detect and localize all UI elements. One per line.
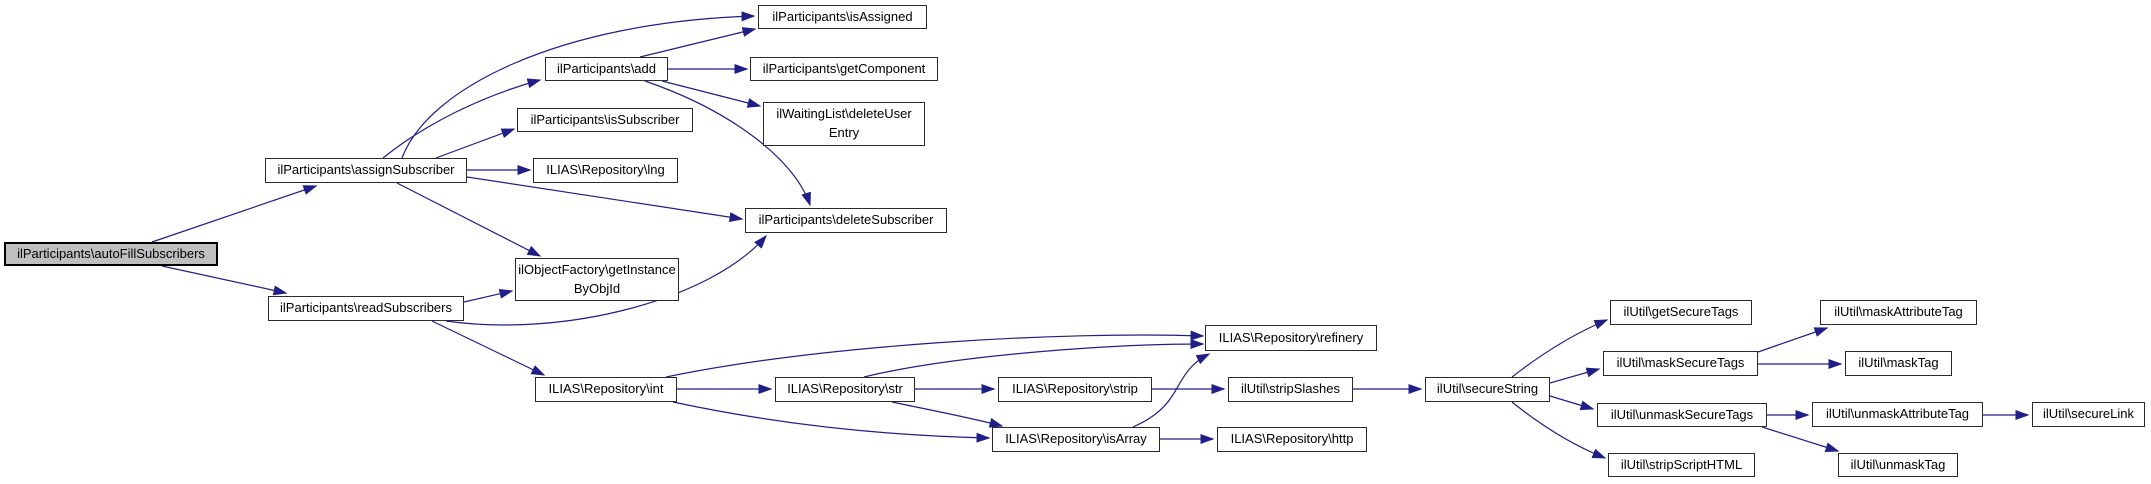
edge-secure-string-to-get-secure-tags xyxy=(1511,319,1609,378)
node-label: ilUtil\getSecureTags xyxy=(1623,304,1739,320)
edge-group xyxy=(151,11,2030,459)
edge-str-to-is-array xyxy=(891,401,1004,428)
node-label: ILIAS\Repository\refinery xyxy=(1218,329,1364,345)
edge-secure-string-to-strip-script-html xyxy=(1511,401,1607,459)
edge-assign-subscriber-to-is-assigned xyxy=(401,11,756,159)
node-int[interactable]: ILIAS\Repository\int xyxy=(535,377,677,402)
node-get-component[interactable]: ilParticipants\getComponent xyxy=(750,57,938,81)
node-label: ilWaitingList\deleteUser xyxy=(776,106,912,122)
edge-assign-subscriber-to-delete-subscriber xyxy=(466,176,744,223)
node-label: ilParticipants\add xyxy=(557,60,656,76)
node-label: ByObjId xyxy=(573,280,621,296)
node-label: ilUtil\unmaskAttributeTag xyxy=(1825,406,1970,422)
node-mask-tag[interactable]: ilUtil\maskTag xyxy=(1845,351,1952,376)
edge-secure-string-to-mask-secure-tags xyxy=(1549,367,1601,384)
node-lng[interactable]: ILIAS\Repository\lng xyxy=(533,158,678,183)
node-label: ILIAS\Repository\str xyxy=(787,381,903,397)
node-is-assigned[interactable]: ilParticipants\isAssigned xyxy=(758,5,927,29)
edge-int-to-is-array xyxy=(672,401,991,443)
node-label: ilUtil\secureLink xyxy=(2042,406,2135,422)
node-is-array[interactable]: ILIAS\Repository\isArray xyxy=(992,427,1160,452)
node-str[interactable]: ILIAS\Repository\str xyxy=(775,377,915,402)
node-label: Entry xyxy=(828,125,860,140)
edge-autofill-subscribers-to-read-subscribers xyxy=(161,265,288,296)
edge-add-to-delete-user-entry xyxy=(661,80,762,108)
edge-assign-subscriber-to-add xyxy=(382,78,542,159)
node-label: ILIAS\Repository\strip xyxy=(1012,381,1138,397)
node-secure-link[interactable]: ilUtil\secureLink xyxy=(2032,402,2145,427)
edge-int-to-refinery xyxy=(665,330,1205,378)
node-unmask-tag[interactable]: ilUtil\unmaskTag xyxy=(1838,453,1958,477)
node-label: ilUtil\maskTag xyxy=(1858,355,1939,371)
node-add[interactable]: ilParticipants\add xyxy=(545,57,668,81)
edge-read-subscribers-to-int xyxy=(431,320,546,376)
node-strip-slashes[interactable]: ilUtil\stripSlashes xyxy=(1228,377,1353,402)
node-label: ILIAS\Repository\isArray xyxy=(1005,431,1147,447)
node-secure-string[interactable]: ilUtil\secureString xyxy=(1425,377,1550,402)
node-label: ilParticipants\isSubscriber xyxy=(530,111,680,127)
node-mask-secure-tags[interactable]: ilUtil\maskSecureTags xyxy=(1603,351,1758,376)
node-assign-subscriber[interactable]: ilParticipants\assignSubscriber xyxy=(265,158,467,183)
node-autofill-subscribers[interactable]: ilParticipants\autoFillSubscribers xyxy=(4,242,218,266)
node-read-subscribers[interactable]: ilParticipants\readSubscribers xyxy=(268,296,464,321)
node-label: ILIAS\Repository\http xyxy=(1230,431,1354,447)
node-label: ilUtil\unmaskSecureTags xyxy=(1610,406,1754,422)
node-label: ILIAS\Repository\lng xyxy=(546,162,665,178)
edge-read-subscribers-to-get-instance-by-obj-id xyxy=(463,288,514,303)
node-unmask-secure-tags[interactable]: ilUtil\unmaskSecureTags xyxy=(1597,403,1767,427)
edge-str-to-refinery xyxy=(863,339,1205,378)
edge-assign-subscriber-to-is-subscriber xyxy=(435,128,516,159)
edge-mask-secure-tags-to-mask-attribute-tag xyxy=(1757,327,1829,353)
edge-read-subscribers-to-delete-subscriber xyxy=(445,234,767,326)
node-label: ilUtil\stripScriptHTML xyxy=(1620,456,1743,472)
node-label: ilParticipants\assignSubscriber xyxy=(277,162,455,178)
node-unmask-attribute-tag[interactable]: ilUtil\unmaskAttributeTag xyxy=(1812,402,1983,427)
node-label: ilUtil\stripSlashes xyxy=(1241,381,1340,397)
node-label: ilUtil\maskSecureTags xyxy=(1616,355,1745,371)
edge-unmask-secure-tags-to-unmask-tag xyxy=(1761,426,1840,453)
edge-secure-string-to-unmask-secure-tags xyxy=(1549,395,1595,411)
node-label: ilParticipants\deleteSubscriber xyxy=(758,212,934,228)
edge-autofill-subscribers-to-assign-subscriber xyxy=(151,185,318,243)
node-label: ilUtil\unmaskTag xyxy=(1850,456,1946,472)
edge-add-to-is-assigned xyxy=(639,27,757,58)
node-label: ilParticipants\getComponent xyxy=(762,60,926,76)
node-delete-subscriber[interactable]: ilParticipants\deleteSubscriber xyxy=(745,208,947,233)
node-label: ilUtil\secureString xyxy=(1436,381,1539,397)
edge-assign-subscriber-to-get-instance-by-obj-id xyxy=(396,182,542,257)
node-strip-script-html[interactable]: ilUtil\stripScriptHTML xyxy=(1608,453,1755,477)
node-label: ilUtil\maskAttributeTag xyxy=(1834,304,1963,320)
node-label: ilParticipants\autoFillSubscribers xyxy=(17,245,205,261)
node-http[interactable]: ILIAS\Repository\http xyxy=(1217,427,1367,452)
edge-is-array-to-refinery xyxy=(1132,353,1211,428)
node-label: ilParticipants\readSubscribers xyxy=(280,300,452,316)
edge-add-to-delete-subscriber xyxy=(644,80,811,207)
node-label: ilObjectFactory\getInstance xyxy=(518,261,676,277)
node-refinery[interactable]: ILIAS\Repository\refinery xyxy=(1205,325,1377,351)
node-mask-attribute-tag[interactable]: ilUtil\maskAttributeTag xyxy=(1820,300,1977,325)
node-label: ILIAS\Repository\int xyxy=(548,381,664,397)
node-label: ilParticipants\isAssigned xyxy=(772,8,913,24)
node-strip[interactable]: ILIAS\Repository\strip xyxy=(998,377,1152,402)
node-is-subscriber[interactable]: ilParticipants\isSubscriber xyxy=(517,108,693,132)
node-get-secure-tags[interactable]: ilUtil\getSecureTags xyxy=(1610,300,1752,325)
